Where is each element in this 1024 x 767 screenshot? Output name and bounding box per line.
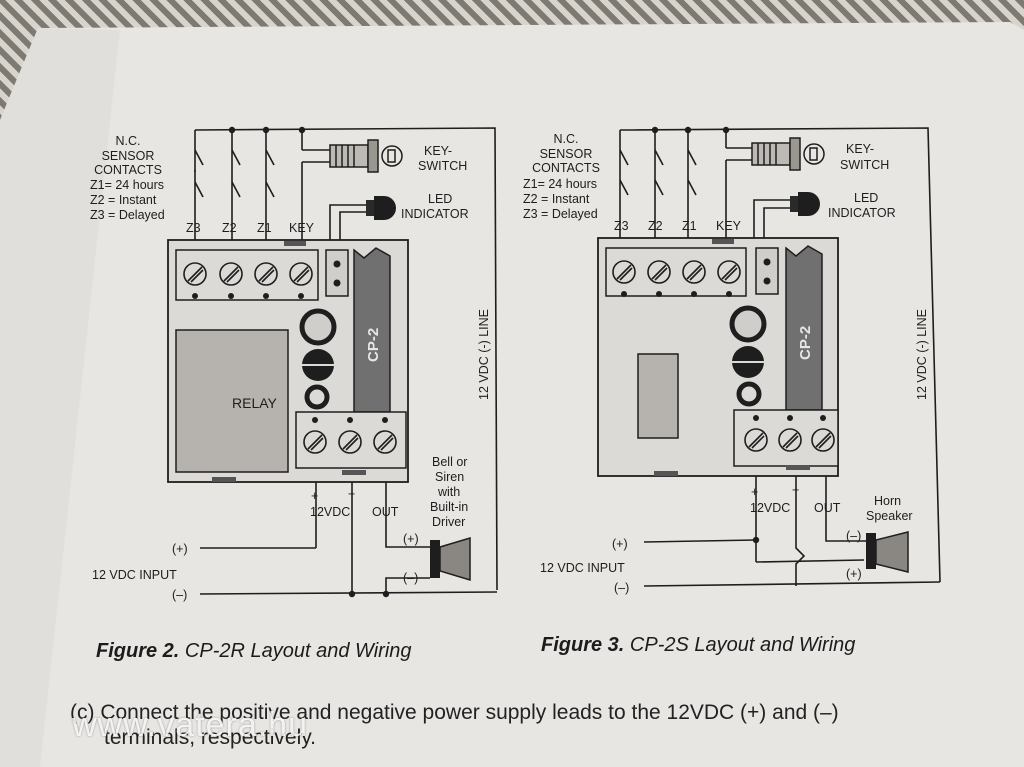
fig3-horn-neg: (–): [846, 529, 861, 543]
fig2-sensor-title-1: N.C.: [116, 134, 141, 148]
paper-shade: [0, 28, 120, 767]
fig3-term-z1: Z1: [682, 219, 697, 233]
fig3-sensor-title-1: N.C.: [554, 132, 579, 146]
figure-2-nodes: [228, 126, 306, 134]
fig3-term-key: KEY: [716, 219, 742, 233]
fig2-input-neg: (–): [172, 588, 187, 602]
fig2-minus: −: [348, 487, 355, 501]
fig2-sensor-title-2: SENSOR: [102, 149, 155, 163]
fig2-bell-neg: (–): [403, 571, 418, 585]
fig3-out: OUT: [814, 501, 841, 515]
fig2-zone-2: Z2 = Instant: [90, 193, 157, 207]
fig2-labels: N.C. SENSOR CONTACTS Z1= 24 hours Z2 = I…: [90, 134, 491, 602]
fig2-term-z3: Z3: [186, 221, 201, 235]
fig2-top-terminals: [183, 262, 313, 286]
fig2-term-z1: Z1: [257, 221, 272, 235]
fig2-bell-4: Built-in: [430, 500, 468, 514]
fig3-term-z3: Z3: [614, 219, 629, 233]
fig2-bell-pos: (+): [403, 532, 419, 546]
fig3-horn-1: Horn: [874, 494, 901, 508]
fig3-keyswitch-2: SWITCH: [840, 158, 889, 172]
fig2-term-z2: Z2: [222, 221, 237, 235]
fig3-input-neg: (–): [614, 581, 629, 595]
fig2-top-dots: [192, 293, 304, 299]
fig3-keyswitch-icon: [751, 137, 825, 171]
fig2-plus: +: [311, 489, 318, 503]
fig3-keyswitch-1: KEY-: [846, 142, 874, 156]
keyswitch-icon: [329, 139, 403, 173]
fig2-line-label: 12 VDC (-) LINE: [477, 309, 491, 400]
fig2-power-nodes: [348, 590, 390, 598]
fig2-led-2: INDICATOR: [401, 207, 469, 221]
figure-2-diagram: [194, 127, 498, 591]
fig3-term-z2: Z2: [648, 219, 663, 233]
fig2-bottom-terminals: [303, 430, 397, 454]
fig2-out: OUT: [372, 505, 399, 519]
figure-3-title: CP-2S Layout and Wiring: [629, 634, 856, 656]
fig3-zone-1: Z1= 24 hours: [523, 177, 597, 191]
fig3-top-terminals: [612, 260, 741, 284]
horn-speaker-icon: [866, 531, 909, 573]
figure-3-caption: Figure 3. CP-2S Layout and Wiring: [541, 634, 855, 657]
fig3-led-icon: [790, 192, 820, 216]
fig2-board-label: CP-2: [365, 328, 382, 362]
instruction-line-1: (c) Connect the positive and negative po…: [70, 701, 839, 724]
figure-3-number: Figure 3.: [541, 634, 625, 656]
fig2-power-wiring: [199, 482, 498, 595]
instruction-line-2: terminals, respectively.: [104, 726, 317, 749]
fig3-led-1: LED: [854, 191, 878, 205]
figure-2-number: Figure 2.: [96, 640, 180, 662]
fig3-horn-2: Speaker: [866, 509, 913, 523]
fig2-term-key: KEY: [289, 221, 315, 235]
fig3-sensor-title-2: SENSOR: [540, 147, 593, 161]
fig2-sensor-title-3: CONTACTS: [94, 163, 162, 177]
fig2-vdc: 12VDC: [310, 505, 350, 519]
instruction-paragraph: (c) Connect the positive and negative po…: [70, 700, 839, 750]
fig3-zone-3: Z3 = Delayed: [523, 207, 598, 221]
fig3-board-label: CP-2: [797, 326, 814, 360]
fig3-sensor-title-3: CONTACTS: [532, 161, 600, 175]
fig3-power-nodes: [752, 536, 760, 544]
fig2-bottom-dots: [312, 417, 388, 423]
fig3-line-label: 12 VDC (-) LINE: [915, 309, 929, 400]
bell-siren-icon: [430, 536, 471, 582]
fig2-zone-1: Z1= 24 hours: [90, 178, 164, 192]
fig3-bottom-terminals: [744, 428, 835, 452]
fig2-keyswitch-1: KEY-: [424, 144, 452, 158]
fig3-led-2: INDICATOR: [828, 206, 896, 220]
fig3-horn-pos: (+): [846, 567, 862, 581]
fig2-input-pos: (+): [172, 542, 188, 556]
fig2-bell-2: Siren: [435, 470, 464, 484]
relay-label: RELAY: [232, 395, 278, 411]
fig3-input-pos: (+): [612, 537, 628, 551]
cp2r-board: [167, 239, 409, 483]
fig3-input-label: 12 VDC INPUT: [540, 561, 625, 575]
fig2-keyswitch-2: SWITCH: [418, 159, 467, 173]
fig2-bell-1: Bell or: [432, 455, 467, 469]
fig3-bottom-dots: [753, 415, 826, 421]
fig2-led-1: LED: [428, 192, 452, 206]
fig3-vdc: 12VDC: [750, 501, 790, 515]
figure-2-caption: Figure 2. CP-2R Layout and Wiring: [96, 640, 412, 663]
figure-3-nodes: [651, 126, 730, 134]
fig3-power-wiring: [643, 476, 941, 587]
fig3-top-dots: [621, 291, 732, 297]
fig3-minus: −: [792, 483, 799, 497]
fig2-bell-5: Driver: [432, 515, 465, 529]
figure-2-title: CP-2R Layout and Wiring: [184, 640, 412, 662]
watermark: www.vatera.hu: [72, 706, 308, 744]
fig3-plus: +: [751, 485, 758, 499]
fig3-zone-2: Z2 = Instant: [523, 192, 590, 206]
led-icon: [366, 196, 396, 220]
fig2-input-label: 12 VDC INPUT: [92, 568, 177, 582]
fig2-zone-3: Z3 = Delayed: [90, 208, 165, 222]
fig3-labels: N.C. SENSOR CONTACTS Z1= 24 hours Z2 = I…: [523, 132, 929, 595]
fig2-bell-3: with: [437, 485, 460, 499]
